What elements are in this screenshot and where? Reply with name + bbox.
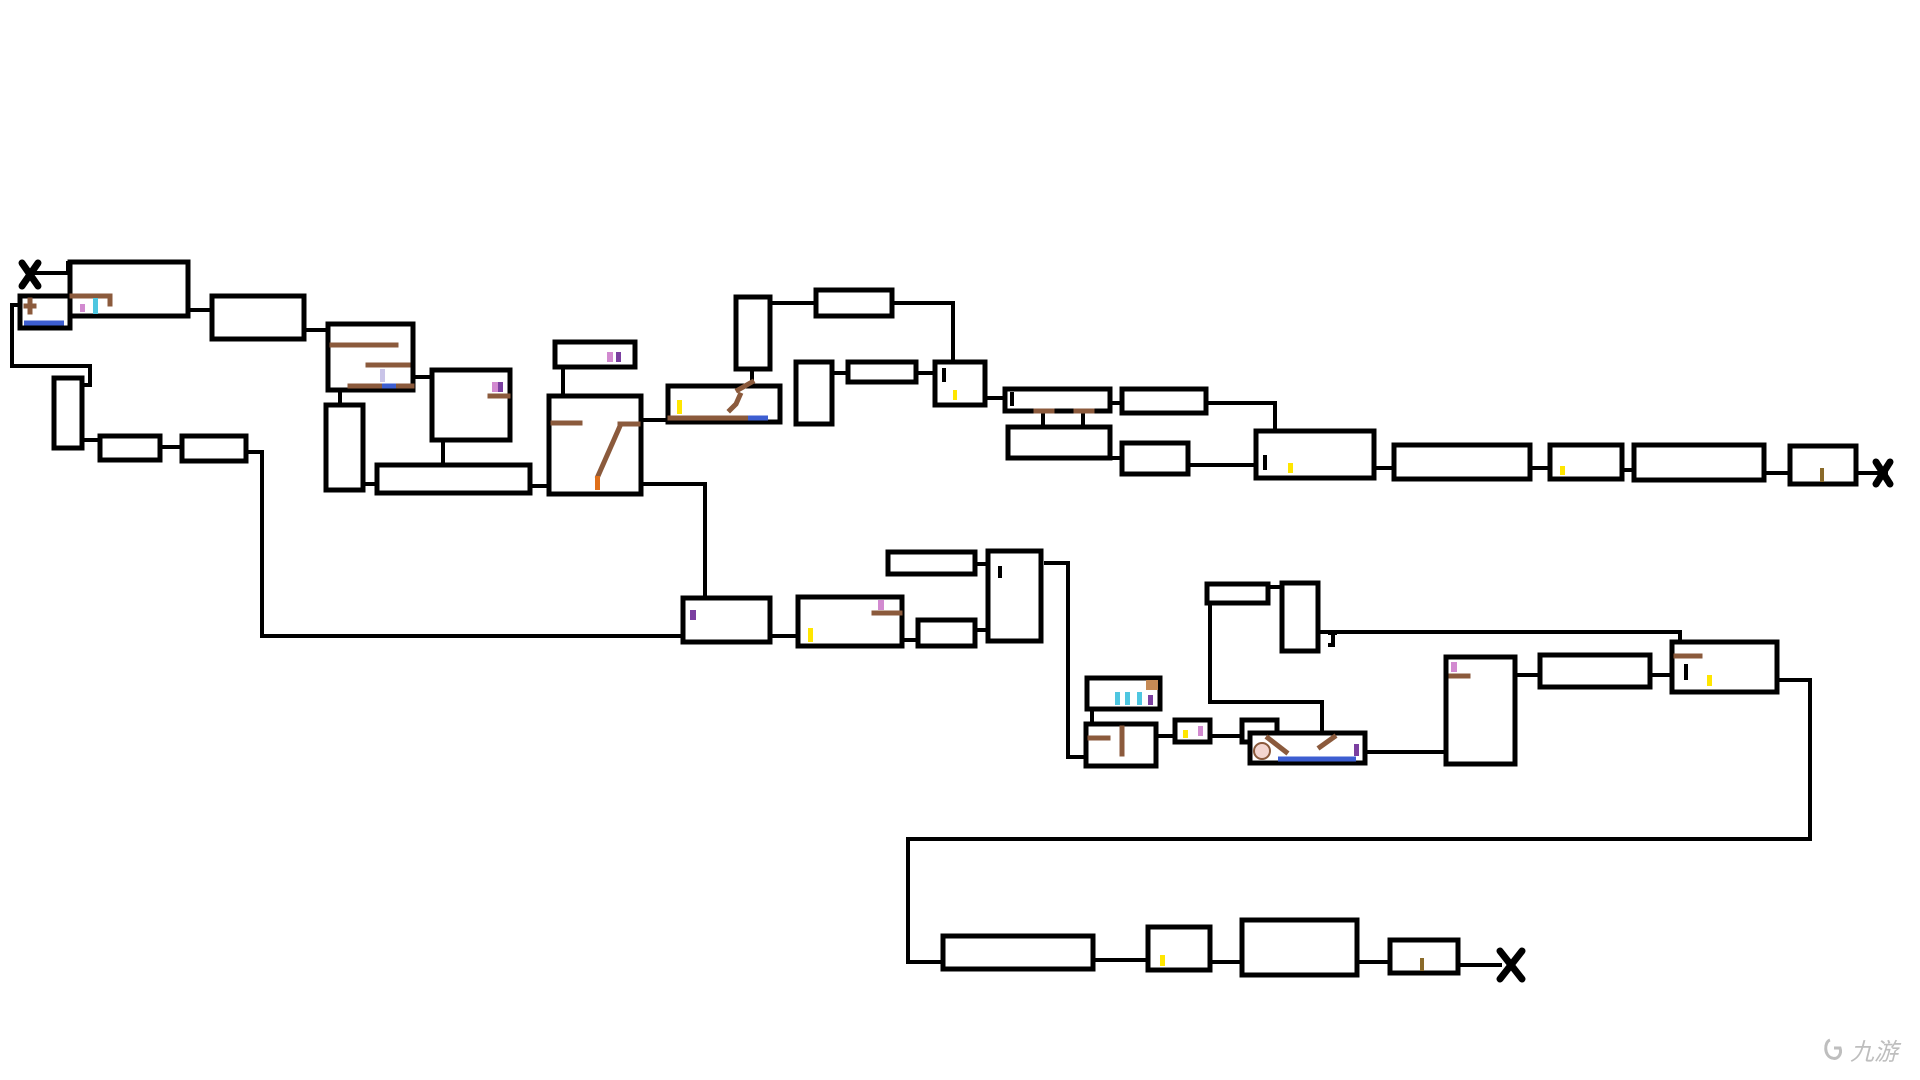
room-c1 xyxy=(552,339,638,370)
room-e2 xyxy=(1005,424,1113,461)
room-f5 xyxy=(985,548,1044,644)
room-d5 xyxy=(845,359,919,385)
room-details xyxy=(23,293,1824,971)
room-i1 xyxy=(940,933,1096,972)
room-g7 xyxy=(1279,580,1321,654)
room-d4 xyxy=(793,359,835,427)
start-marker xyxy=(18,259,42,290)
room-h1 xyxy=(1443,654,1518,767)
end-marker xyxy=(1496,947,1526,983)
rooms xyxy=(17,259,1859,978)
room-g3 xyxy=(1172,717,1213,745)
nine-game-logo-icon: 九游 xyxy=(1824,1038,1902,1066)
room-b3 xyxy=(323,402,366,493)
room-e5 xyxy=(1253,428,1377,481)
room-f2 xyxy=(795,594,905,649)
room-f4 xyxy=(915,617,978,649)
room-b2 xyxy=(429,367,513,443)
room-i2 xyxy=(1145,924,1213,973)
room-start-main xyxy=(67,259,191,319)
room-e6 xyxy=(1391,442,1533,482)
room-i3 xyxy=(1239,917,1360,978)
room-a3 xyxy=(97,433,163,463)
room-h3 xyxy=(1669,639,1780,695)
room-e8 xyxy=(1631,442,1767,483)
room-b1 xyxy=(325,321,416,393)
room-d3 xyxy=(813,287,895,319)
mid-exit-marker xyxy=(1872,458,1894,488)
room-e3 xyxy=(1119,386,1209,416)
room-b4 xyxy=(374,462,533,496)
watermark: 九游 xyxy=(1820,1028,1906,1072)
room-f3 xyxy=(885,549,978,577)
room-h2 xyxy=(1537,652,1653,690)
room-g6 xyxy=(1204,581,1271,606)
room-f1 xyxy=(680,595,773,645)
room-e4 xyxy=(1119,440,1191,477)
room-a2 xyxy=(51,375,85,451)
watermark-text: 九游 xyxy=(1850,1038,1902,1066)
room-d2 xyxy=(733,294,773,372)
room-e1 xyxy=(1002,386,1113,414)
room-a4 xyxy=(179,433,249,464)
room-a1 xyxy=(209,293,307,342)
